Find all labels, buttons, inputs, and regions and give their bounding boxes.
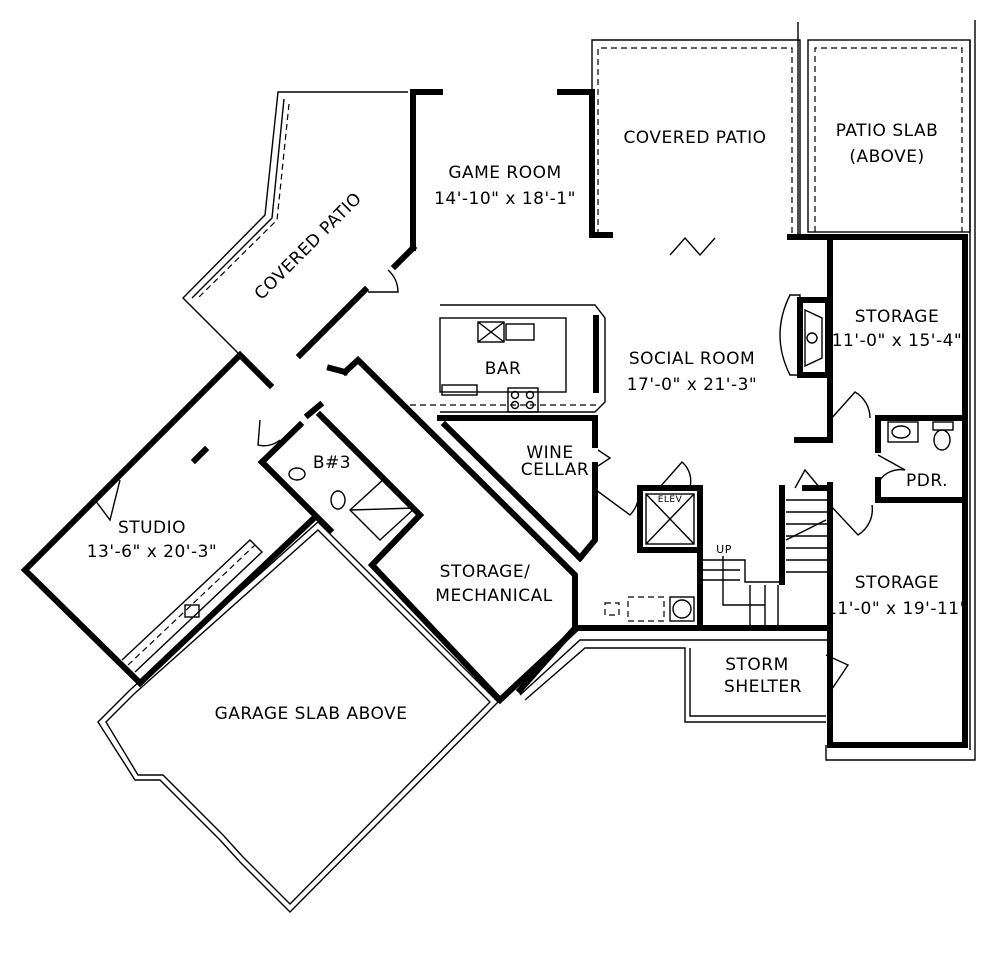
label-storage-upper: STORAGE (855, 307, 939, 327)
door (94, 479, 121, 522)
label-powder: PDR. (906, 471, 948, 491)
door (597, 449, 612, 467)
bar-sink (477, 321, 505, 343)
label-studio: STUDIO (118, 518, 186, 538)
label-storage-lower: STORAGE (855, 573, 939, 593)
label-bedroom3: B#3 (313, 453, 351, 473)
label-garage-slab: GARAGE SLAB ABOVE (215, 704, 408, 724)
label-game-room: GAME ROOM (448, 163, 561, 183)
door (877, 454, 906, 481)
label-studio-size: 13'-6" x 20'-3" (87, 542, 218, 562)
label-social-room-size: 17'-0" x 21'-3" (627, 375, 758, 395)
stairs (703, 499, 828, 626)
label-patio-slab: PATIO SLAB (836, 121, 939, 141)
patio-outlines (182, 20, 976, 761)
cooktop (507, 387, 539, 413)
sink-icon (891, 425, 911, 439)
toilet-icon (933, 429, 951, 451)
door (825, 654, 850, 693)
label-storm: STORM (725, 655, 789, 675)
label-cellar: CELLAR (521, 460, 589, 480)
door (659, 461, 692, 488)
label-storage-lower-size: 11'-0" x 19'-11" (826, 599, 968, 619)
fireplace-hearth (779, 294, 801, 376)
french-door (669, 236, 716, 257)
walls (20, 89, 968, 748)
bath-toilet-icon (330, 490, 346, 510)
label-covered-patio-left: COVERED PATIO (251, 189, 366, 304)
door (794, 468, 821, 489)
label-bar: BAR (485, 359, 522, 379)
bath-sink-icon (288, 467, 306, 481)
label-wine: WINE (526, 443, 573, 463)
bar-sink-2 (505, 323, 535, 341)
label-patio-slab-note: (ABOVE) (849, 147, 924, 167)
door (368, 269, 399, 293)
door (595, 487, 640, 516)
door (257, 419, 281, 447)
fixtures (94, 236, 954, 723)
label-social-room: SOCIAL ROOM (629, 349, 755, 369)
label-mechanical: MECHANICAL (435, 586, 552, 606)
label-stairs-up: UP (716, 543, 732, 556)
label-storage-upper-size: 11'-0" x 15'-4" (832, 331, 963, 351)
door (829, 391, 871, 421)
label-covered-patio-top: COVERED PATIO (623, 128, 766, 148)
label-storage: STORAGE/ (440, 562, 531, 582)
label-game-room-size: 14'-10" x 18'-1" (434, 189, 576, 209)
label-elevator: ELEV (658, 495, 683, 505)
dryer (669, 596, 695, 622)
fireplace-icon (806, 332, 818, 344)
label-shelter: SHELTER (724, 677, 802, 697)
washer (627, 596, 665, 622)
door (829, 504, 874, 536)
garage-slab-outline (97, 521, 499, 913)
bar-counter (439, 317, 567, 393)
